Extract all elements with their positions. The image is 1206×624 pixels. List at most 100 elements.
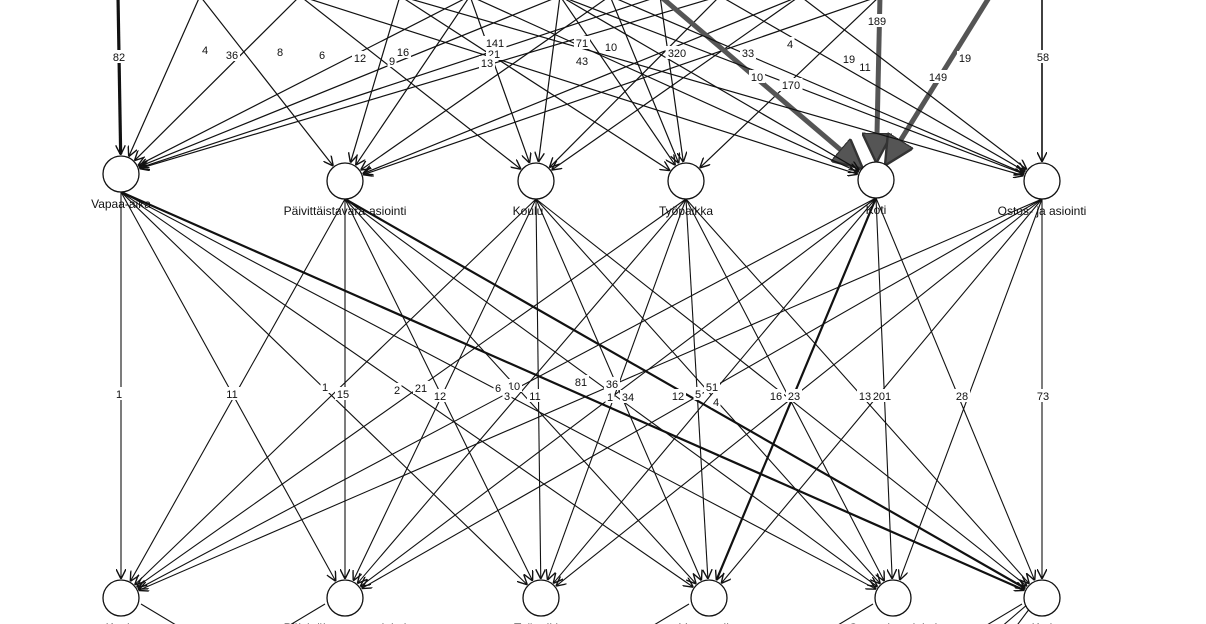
edge-label-bg: [395, 45, 411, 58]
flow-arrow: [804, 0, 1026, 169]
edge-label-bg: [574, 54, 590, 67]
flow-arrow: [617, 0, 1024, 173]
flow-arrow: [139, 0, 464, 165]
edge-label-bg: [954, 389, 970, 402]
edge-label-bg: [865, 14, 889, 27]
edge-label: 3: [504, 391, 510, 403]
edge-label: 19: [959, 53, 971, 65]
node-circle: [102, 155, 140, 193]
edge-label-bg: [502, 389, 512, 402]
flow-arrow: [304, 0, 520, 169]
node-circle: [517, 162, 555, 200]
edge-label-bg: [317, 48, 327, 61]
node-label: Vapaa-aika: [679, 621, 739, 624]
edge-label-bg: [693, 387, 703, 400]
node-circle: [102, 579, 140, 617]
edge-label: 16: [397, 47, 409, 59]
flow-arrow: [405, 0, 669, 170]
edge-label: 36: [606, 379, 618, 391]
nodes: Vapaa-aika Päivittäistavara-asiointi Koulu…: [91, 155, 1086, 624]
edge-label-bg: [704, 380, 720, 393]
edge-label: 149: [929, 72, 947, 84]
flow-arrow: [539, 0, 561, 161]
edge-label-bg: [870, 389, 894, 402]
flow-arrow: [140, 603, 176, 624]
edge-label: 4: [202, 45, 208, 57]
edge-label-bg: [493, 381, 503, 394]
flow-arrow: [120, 191, 693, 587]
node-label: Ostos- ja asiointi: [849, 621, 938, 624]
edge-label: 12: [672, 391, 684, 403]
node-circle: [874, 579, 912, 617]
edge-label-bg: [352, 51, 368, 64]
flow-arrow: [1003, 603, 1029, 624]
edge-label: 11: [226, 389, 237, 401]
edge-label: 58: [1037, 52, 1049, 64]
edge-label-bg: [574, 36, 590, 49]
flow-arrow: [364, 0, 871, 174]
edge-label-bg: [114, 387, 124, 400]
edge-label: 28: [956, 391, 968, 403]
edge-label: 10: [605, 42, 617, 54]
edge-label: 11: [859, 62, 870, 74]
edge-label-bg: [432, 389, 448, 402]
edge-label: 1: [322, 382, 328, 394]
edge-label: 12: [434, 391, 446, 403]
edge-label: 170: [782, 80, 800, 92]
edge-label: 15: [337, 389, 349, 401]
edge-label-bg: [275, 45, 285, 58]
flow-arrow: [139, 198, 1043, 590]
node-circle: [1023, 162, 1061, 200]
edge-label-bg: [785, 37, 795, 50]
edge-label: 2: [394, 385, 400, 397]
flow-arrow: [987, 603, 1023, 624]
node-label: Koti: [866, 203, 887, 217]
edge-label: 6: [319, 50, 325, 62]
flow-arrow: [129, 0, 199, 156]
edge-label-bg: [392, 383, 402, 396]
flow-arrow: [659, 0, 683, 161]
flow-arrow: [875, 197, 1034, 580]
edge-label-bg: [335, 387, 351, 400]
edge-label-bg: [857, 60, 873, 73]
flow-arrow: [140, 0, 650, 168]
node-circle: [857, 161, 895, 199]
node-circle: [667, 162, 705, 200]
edge-label: 189: [868, 16, 886, 28]
flow-arrow: [477, 0, 858, 172]
edge-label: 4: [713, 397, 719, 409]
flow-arrow: [135, 0, 297, 160]
edge-label-bg: [527, 389, 543, 402]
flow-arrow: [137, 198, 687, 586]
edge-label-bg: [605, 390, 615, 403]
node-circle: [326, 579, 364, 617]
flow-arrow: [120, 191, 335, 580]
edge-label-bg: [670, 389, 686, 402]
node-label: Päivittäistavara-asiointi: [284, 204, 407, 218]
flow-arrow: [717, 197, 878, 580]
flow-arrow: [565, 0, 859, 170]
flow-arrow: [310, 0, 857, 174]
edge-label: 11: [529, 391, 540, 403]
edge-label-bg: [740, 46, 756, 59]
edge-label-bg: [857, 389, 873, 402]
flow-arrow: [725, 0, 1025, 171]
edge-label-bg: [749, 70, 765, 83]
flow-arrow: [685, 198, 884, 580]
node-label: Työpaikka: [514, 621, 568, 624]
edge-label-bg: [620, 390, 636, 403]
edge-label-bg: [483, 36, 507, 49]
edge-label-bg: [768, 389, 784, 402]
edge-label: 13: [859, 391, 871, 403]
flow-arrow: [140, 0, 552, 166]
edge-label: 73: [1037, 391, 1049, 403]
edge-label: 23: [788, 391, 800, 403]
node-circle: [522, 579, 560, 617]
flow-arrow: [561, 0, 675, 164]
flow-arrow: [552, 0, 796, 170]
edge-label: 320: [668, 48, 686, 60]
edge-label: 33: [742, 48, 754, 60]
node-label: Koulu: [513, 204, 544, 218]
edge-label: 16: [770, 391, 782, 403]
